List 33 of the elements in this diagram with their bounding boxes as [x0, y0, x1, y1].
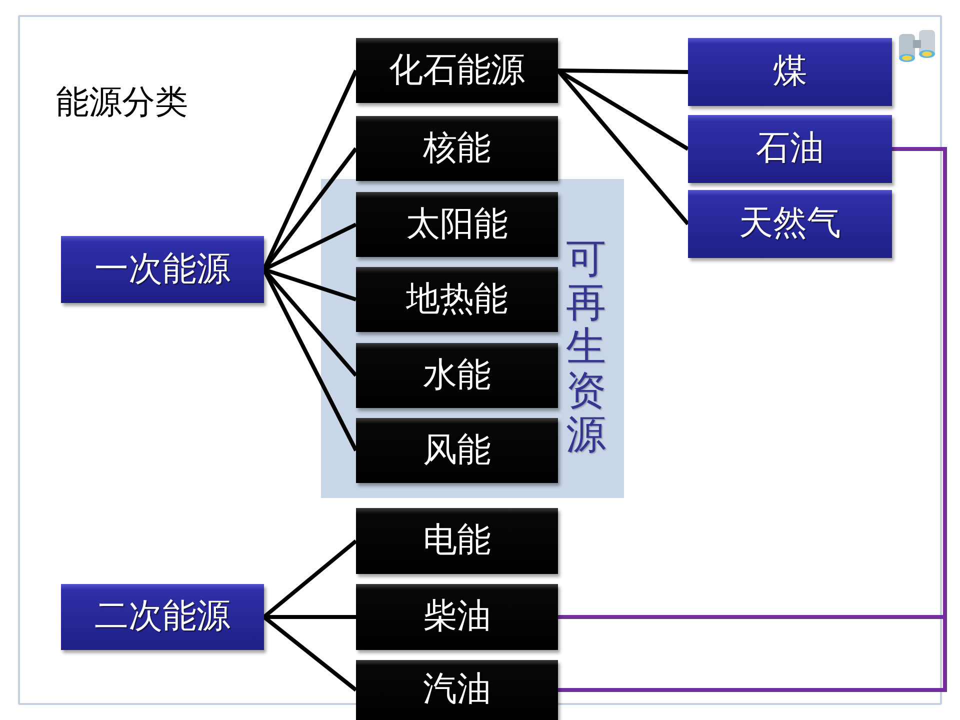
box-label: 柴油: [423, 600, 491, 634]
renewable-band: [321, 179, 624, 498]
box-label: 天然气: [739, 207, 841, 241]
box-label: 水能: [423, 358, 491, 392]
category-box: [61, 236, 264, 303]
vertical-label: 可再生资源: [566, 237, 606, 457]
box-label: 核能: [423, 132, 491, 166]
category-box: [688, 115, 892, 183]
box-label: 二次能源: [94, 600, 230, 634]
category-box: [356, 192, 558, 257]
category-box: [688, 38, 892, 106]
box-label: 汽油: [423, 673, 491, 707]
category-box: [356, 508, 558, 574]
category-box: [356, 584, 558, 650]
box-label: 化石能源: [389, 54, 525, 88]
box-label: 风能: [423, 434, 491, 468]
category-box: [688, 190, 892, 258]
category-box: [356, 267, 558, 332]
connector-line: [558, 68, 688, 74]
box-label: 一次能源: [94, 252, 230, 286]
box-label: 太阳能: [406, 208, 508, 242]
box-label: 石油: [756, 132, 824, 166]
category-box: [356, 343, 558, 408]
box-label: 煤: [773, 55, 807, 89]
category-box: [356, 418, 558, 483]
diagram-title: 能源分类: [56, 87, 188, 120]
category-box: [61, 584, 264, 650]
box-label: 地热能: [406, 282, 508, 316]
category-box: [356, 38, 558, 103]
category-box: [356, 660, 558, 720]
category-box: [356, 116, 558, 181]
box-label: 电能: [423, 524, 491, 558]
connector-line: [264, 615, 356, 619]
